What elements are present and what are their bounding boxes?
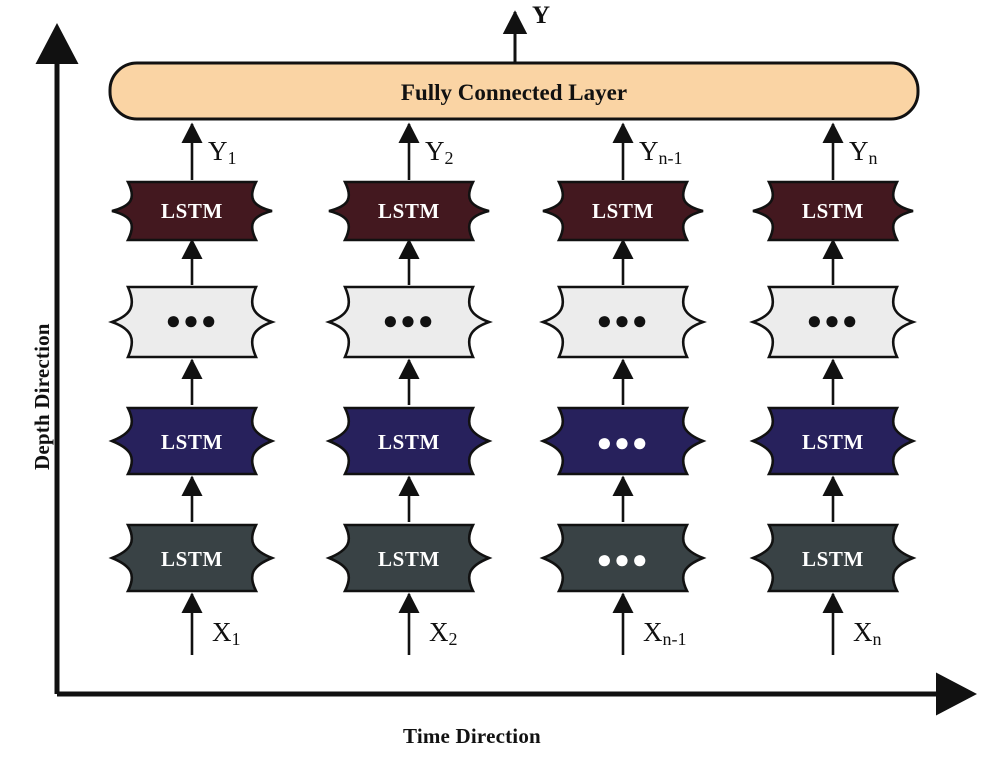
time-direction-label: Time Direction — [403, 724, 541, 748]
block-r4c2[interactable] — [325, 523, 493, 593]
input-label-xn-1: Xn-1 — [643, 617, 687, 650]
row-middle-lstm-shapes[interactable] — [108, 406, 917, 476]
output-label-y: Y — [532, 2, 551, 29]
y2-sub: 2 — [444, 148, 454, 168]
block-label-r2c1: ●●● — [165, 306, 219, 335]
block-r1c2[interactable] — [328, 180, 490, 242]
block-label-r1c1: LSTM — [161, 199, 223, 223]
x1-sub: 1 — [231, 629, 241, 649]
block-label-r4c1: LSTM — [161, 547, 223, 571]
block-label-r2c2: ●●● — [382, 306, 436, 335]
axis-lines — [35, 22, 978, 716]
yn1-sub: n-1 — [658, 148, 683, 168]
block-label-r1c4: LSTM — [802, 199, 864, 223]
block-label-r4c2: LSTM — [378, 547, 440, 571]
block-label-r3c4: LSTM — [802, 430, 864, 454]
block-label-r1c2: LSTM — [378, 199, 440, 223]
block-label-r2c4: ●●● — [806, 306, 860, 335]
block-r2c1[interactable] — [108, 285, 276, 359]
block-r3c2[interactable] — [325, 406, 493, 476]
yn-sub: n — [868, 148, 878, 168]
y2-base: Y — [425, 136, 445, 166]
block-r4c3[interactable] — [539, 523, 707, 593]
xn-base: X — [853, 617, 873, 647]
output-label-yn-1: Yn-1 — [639, 136, 683, 169]
block-r1c1[interactable] — [111, 180, 273, 242]
yn1-base: Y — [639, 136, 659, 166]
block-label-r1c3: LSTM — [592, 199, 654, 223]
block-r1c4[interactable] — [752, 180, 914, 242]
x2-base: X — [429, 617, 449, 647]
input-label-xn: Xn — [853, 617, 882, 650]
x2-sub: 2 — [448, 629, 458, 649]
xn1-sub: n-1 — [662, 629, 687, 649]
block-label-r2c3: ●●● — [596, 306, 650, 335]
block-r2c2[interactable] — [325, 285, 493, 359]
block-r3c3[interactable] — [539, 406, 707, 476]
output-label-yn: Yn — [849, 136, 878, 169]
fully-connected-layer-label: Fully Connected Layer — [400, 80, 628, 105]
input-label-x2: X2 — [429, 617, 458, 650]
x1-base: X — [212, 617, 232, 647]
row-top-lstm-shapes[interactable] — [111, 180, 914, 242]
xn1-base: X — [643, 617, 663, 647]
block-label-r3c2: LSTM — [378, 430, 440, 454]
block-r3c1[interactable] — [108, 406, 276, 476]
xn-sub: n — [872, 629, 882, 649]
y1-sub: 1 — [227, 148, 237, 168]
input-label-x1: X1 — [212, 617, 241, 650]
block-label-r3c1: LSTM — [161, 430, 223, 454]
block-label-r3c3: ●●● — [596, 428, 650, 457]
block-r2c4[interactable] — [749, 285, 917, 359]
block-r3c4[interactable] — [749, 406, 917, 476]
row-ellipsis-shapes[interactable] — [108, 285, 917, 359]
yn-base: Y — [849, 136, 869, 166]
output-label-y1: Y1 — [208, 136, 237, 169]
block-r4c1[interactable] — [108, 523, 276, 593]
block-label-r4c3: ●●● — [596, 545, 650, 574]
block-label-r4c4: LSTM — [802, 547, 864, 571]
block-r4c4[interactable] — [749, 523, 917, 593]
output-label-y2: Y2 — [425, 136, 454, 169]
row-bottom-lstm-shapes[interactable] — [108, 523, 917, 593]
block-r1c3[interactable] — [542, 180, 704, 242]
depth-direction-label: Depth Direction — [30, 323, 54, 470]
block-r2c3[interactable] — [539, 285, 707, 359]
y1-base: Y — [208, 136, 228, 166]
